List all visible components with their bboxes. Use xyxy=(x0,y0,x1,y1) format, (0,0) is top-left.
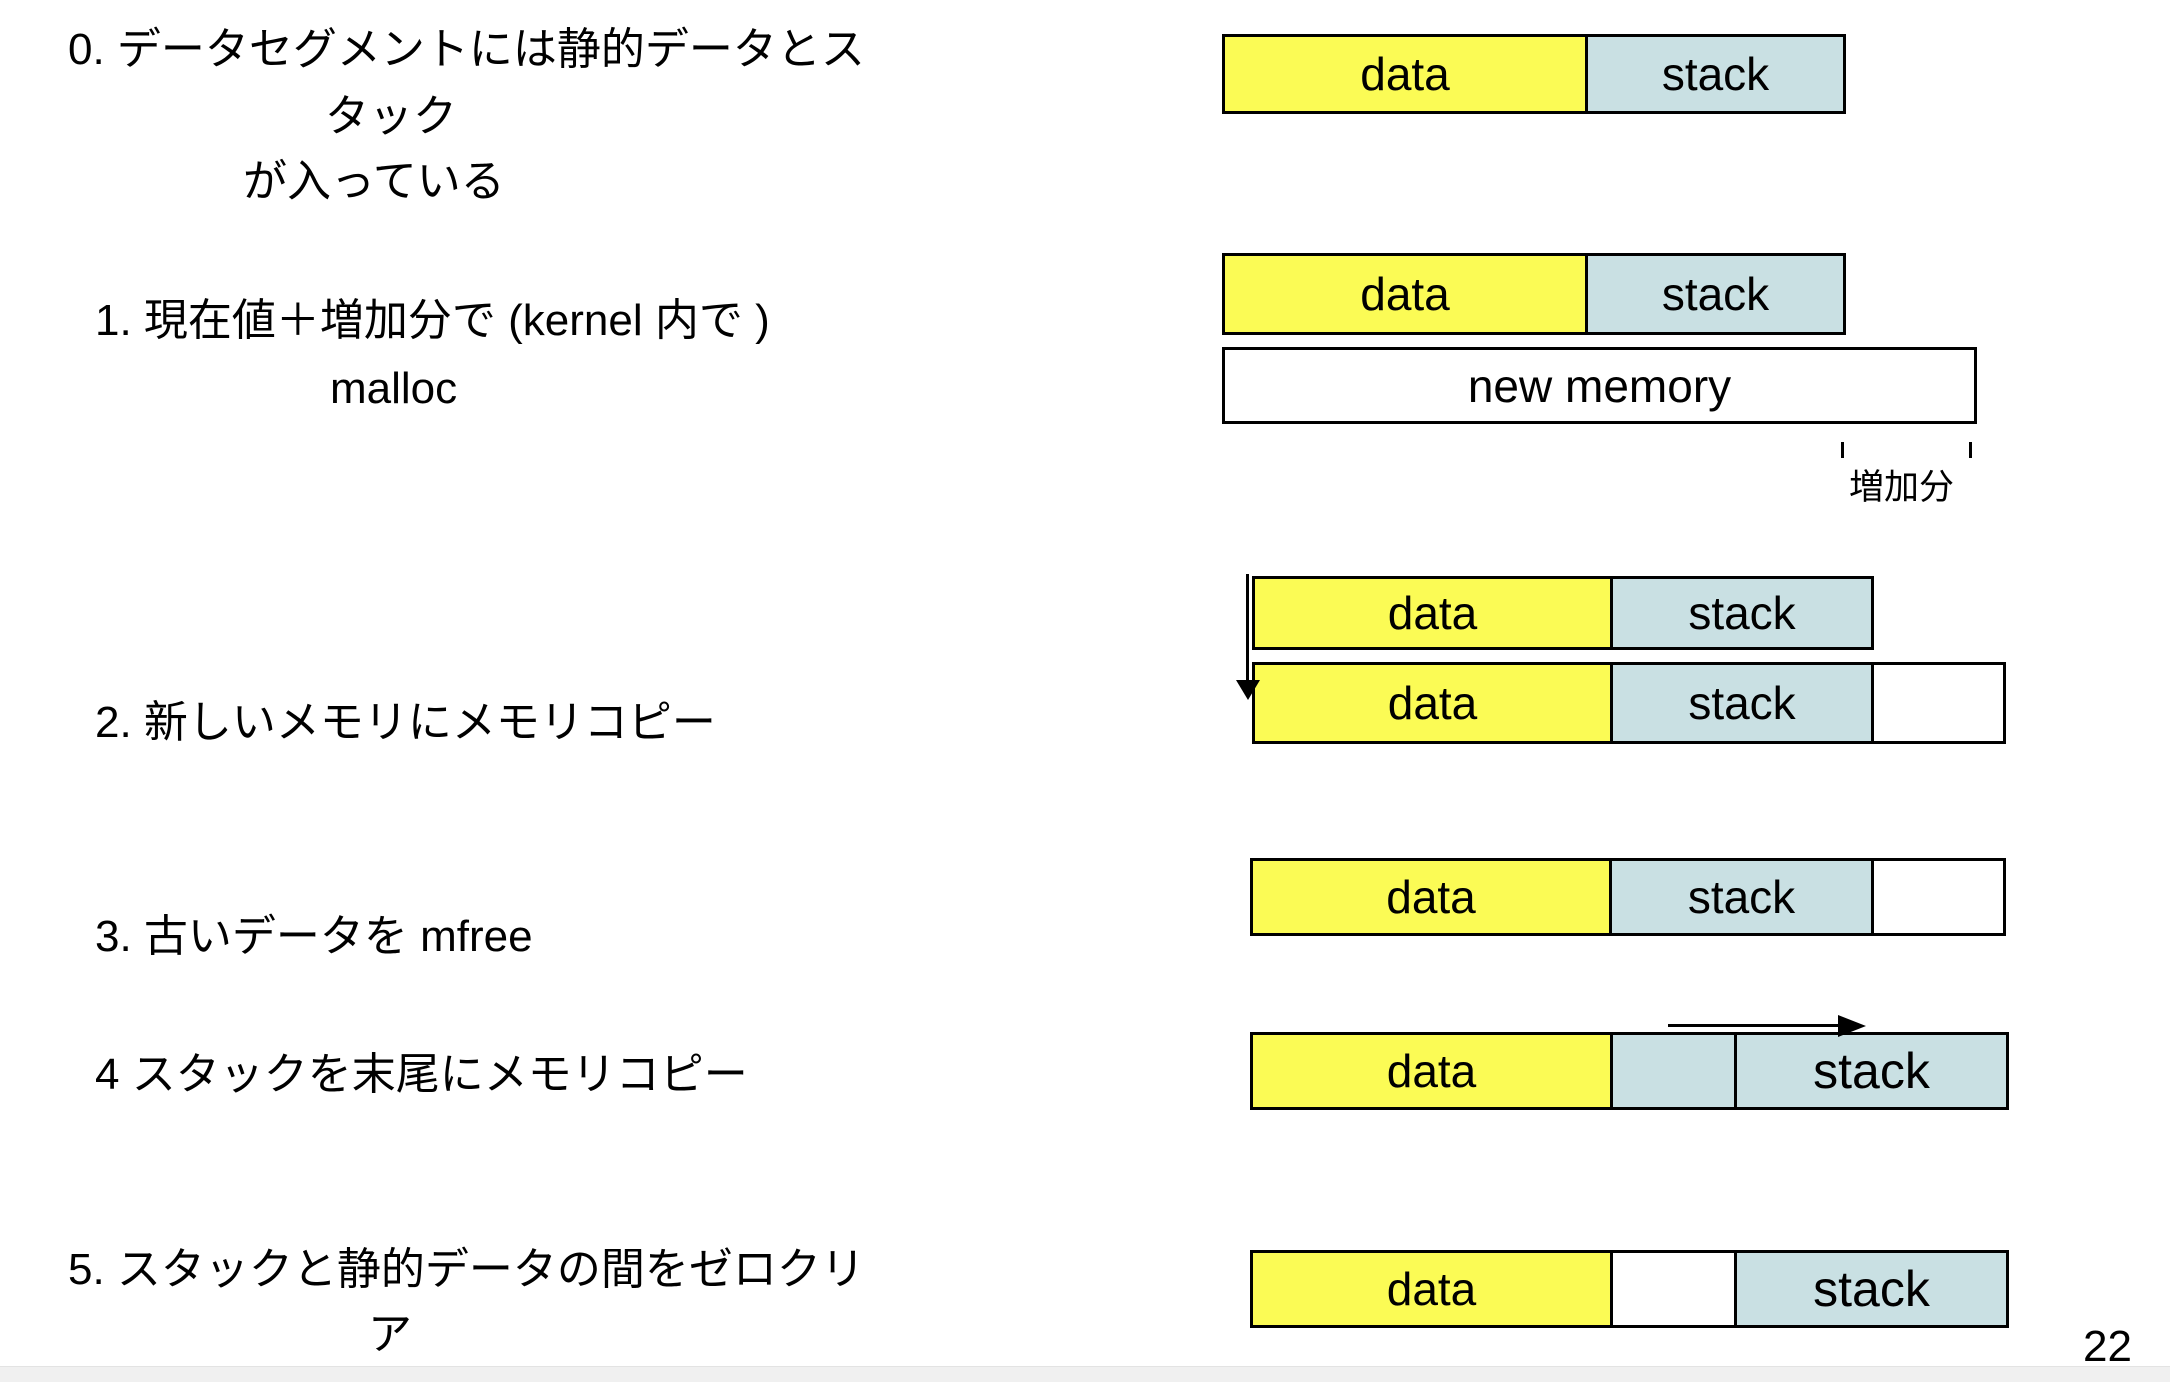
data-segment: data xyxy=(1253,1035,1610,1107)
step2-text-line1: 2. 新しいメモリにメモリコピー xyxy=(95,698,716,747)
data-segment: data xyxy=(1255,579,1610,647)
memory-row-step3: data stack xyxy=(1250,858,2006,936)
stack-label: stack xyxy=(1813,1043,1930,1099)
step5-text-line2: ア xyxy=(368,1310,412,1359)
memory-row-step4: data stack xyxy=(1250,1032,2009,1110)
new-memory-segment: new memory xyxy=(1225,350,1974,421)
data-segment: data xyxy=(1255,665,1610,741)
memory-row-step5: data stack xyxy=(1250,1250,2009,1328)
stack-label: stack xyxy=(1688,677,1796,729)
stack-label: stack xyxy=(1661,268,1770,320)
memory-row-step1-old: data stack xyxy=(1222,253,1846,335)
data-segment: data xyxy=(1225,37,1585,111)
stack-move-right-arrow xyxy=(1668,1024,1840,1027)
increment-label: 増加分 xyxy=(1849,468,1955,507)
step1-text-line2: malloc xyxy=(330,364,458,413)
step0-text-line1: 0. データセグメントには静的データとス xyxy=(68,25,865,74)
data-label: data xyxy=(1386,871,1476,923)
data-label: data xyxy=(1387,677,1478,729)
stack-segment: stack xyxy=(1734,1253,2006,1325)
data-segment: data xyxy=(1253,861,1609,933)
stack-segment: stack xyxy=(1609,861,1871,933)
stack-label: stack xyxy=(1687,871,1796,923)
gap-segment xyxy=(1610,1253,1734,1325)
stack-segment: stack xyxy=(1585,37,1843,111)
memory-row-step2-old: data stack xyxy=(1252,576,1874,650)
step0-text-line3: が入っている xyxy=(243,157,505,206)
data-label: data xyxy=(1387,587,1478,639)
stack-segment: stack xyxy=(1610,579,1871,647)
memory-copy-down-arrowhead-icon xyxy=(1236,680,1260,700)
increment-left-tick xyxy=(1841,442,1844,458)
data-label: data xyxy=(1360,48,1450,100)
stack-label: stack xyxy=(1688,587,1796,639)
step5-text-line1: 5. スタックと静的データの間をゼロクリ xyxy=(68,1245,865,1294)
old-stack-position-segment xyxy=(1610,1035,1734,1107)
increment-right-tick xyxy=(1969,442,1972,458)
unused-segment xyxy=(1871,861,2003,933)
stack-segment: stack xyxy=(1585,256,1843,332)
stack-segment: stack xyxy=(1734,1035,2006,1107)
memory-copy-down-arrow xyxy=(1246,574,1249,684)
page-number: 22 xyxy=(2083,1322,2132,1371)
step4-text-line1: 4 スタックを末尾にメモリコピー xyxy=(95,1050,748,1099)
data-label: data xyxy=(1386,1045,1477,1097)
memory-row-step0: data stack xyxy=(1222,34,1846,114)
stack-move-right-arrowhead-icon xyxy=(1838,1015,1866,1037)
new-memory-label: new memory xyxy=(1467,359,1732,412)
data-segment: data xyxy=(1253,1253,1610,1325)
step0-text-line2: タック xyxy=(325,92,457,141)
data-segment: data xyxy=(1225,256,1585,332)
memory-row-step2-new: data stack xyxy=(1252,662,2006,744)
memory-row-step1-new: new memory xyxy=(1222,347,1977,424)
step3-text-line1: 3. 古いデータを mfree xyxy=(95,912,533,961)
stack-label: stack xyxy=(1661,48,1770,100)
stack-label: stack xyxy=(1813,1261,1930,1317)
unused-segment xyxy=(1871,665,2003,741)
bottom-edge-strip xyxy=(0,1366,2170,1382)
data-label: data xyxy=(1360,268,1450,320)
stack-segment: stack xyxy=(1610,665,1871,741)
data-label: data xyxy=(1386,1263,1477,1315)
step1-text-line1: 1. 現在値＋増加分で (kernel 内で ) xyxy=(95,296,770,345)
